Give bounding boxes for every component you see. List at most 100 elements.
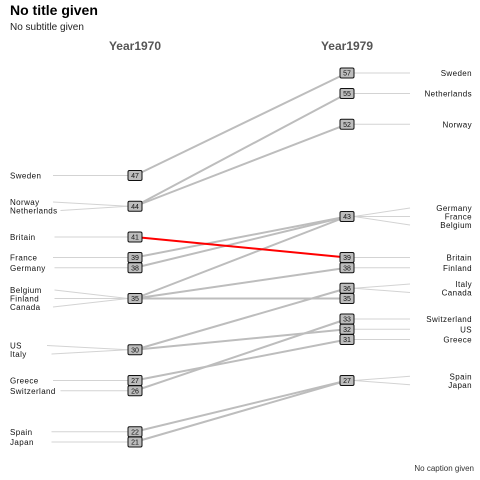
column-header-1979: Year1979 [321,39,373,53]
value-box-1979-31 [339,334,355,345]
value-label-1979-52: 52 [343,122,351,129]
value-box-1970-35 [127,293,143,304]
slope-line-switzerland [134,318,348,392]
label-1979-norway: Norway [442,120,472,129]
label-1970-britain: Britain [10,233,35,242]
slope-line-sweden [134,72,348,177]
value-label-1979-27: 27 [343,378,351,385]
label-1979-japan: Japan [448,381,472,390]
leader-line-1979-belgium [353,216,411,226]
value-label-1970-30: 30 [131,347,139,354]
value-label-1979-39: 39 [343,255,351,262]
label-1970-japan: Japan [10,438,34,447]
value-box-1979-43 [339,211,355,222]
value-box-1970-38 [127,262,143,274]
value-box-1979-55 [339,88,355,99]
value-box-1979-57 [339,67,355,79]
value-label-1979-32: 32 [343,327,351,334]
value-label-1970-22: 22 [131,429,139,436]
value-label-1970-35: 35 [131,296,139,303]
label-1979-canada: Canada [442,289,473,298]
slope-line-norway [134,123,348,208]
label-1979-france: France [445,213,472,222]
value-label-1979-31: 31 [343,337,351,344]
label-1970-germany: Germany [10,264,46,273]
slope-line-spain [134,379,348,433]
slope-line-netherlands [134,92,348,208]
value-label-1979-55: 55 [343,91,351,98]
label-1970-greece: Greece [10,377,39,386]
value-label-1979-35: 35 [343,296,351,303]
leader-line-1979-spain [353,375,411,381]
label-1970-norway: Norway [10,198,40,207]
value-box-1979-27 [339,375,355,386]
label-1970-sweden: Sweden [10,172,41,181]
value-label-1979-43: 43 [343,214,351,221]
value-label-1970-39: 39 [131,255,139,262]
value-box-1970-44 [127,200,143,212]
slope-line-germany [134,215,348,269]
leader-line-1970-canada [52,298,129,308]
slope-line-britain [134,236,348,259]
leader-line-1979-japan [353,380,411,386]
leader-line-1970-us [46,345,129,351]
leader-line-1979-canada [353,287,411,293]
value-label-1979-33: 33 [343,317,351,324]
value-label-1970-26: 26 [131,388,139,395]
label-1979-switzerland: Switzerland [426,315,472,324]
label-1970-france: France [10,254,37,263]
leader-line-1970-norway [52,201,129,207]
leader-line-1970-belgium [54,289,129,299]
slope-line-greece [134,338,348,382]
slope-line-italy [134,287,348,351]
label-1970-spain: Spain [10,428,32,437]
value-box-1970-41 [127,231,143,243]
value-box-1970-47 [127,170,143,181]
slope-line-belgium [134,215,348,300]
value-label-1979-36: 36 [343,286,351,293]
label-1970-netherlands: Netherlands [10,207,58,216]
value-label-1970-21: 21 [131,440,139,447]
value-label-1970-38: 38 [131,265,139,272]
value-label-1970-27: 27 [131,378,139,385]
leader-line-1970-netherlands [60,205,129,211]
label-1979-finland: Finland [443,264,472,273]
label-1979-netherlands: Netherlands [424,90,472,99]
column-header-1970: Year1970 [109,39,161,53]
label-1979-spain: Spain [450,372,472,381]
value-box-1979-36 [339,282,355,294]
label-1979-us: US [460,325,472,334]
label-1979-sweden: Sweden [441,69,472,78]
label-1970-switzerland: Switzerland [10,387,56,396]
chart-title: No title given [10,2,98,18]
value-label-1979-38: 38 [343,265,351,272]
leader-line-1979-germany [353,207,411,217]
value-box-1970-30 [127,344,143,356]
value-label-1970-47: 47 [131,173,139,180]
chart-caption: No caption given [414,464,474,473]
value-box-1970-26 [127,385,143,397]
label-1970-italy: Italy [10,350,27,359]
slope-line-finland [134,266,348,300]
label-1970-belgium: Belgium [10,286,42,295]
value-box-1979-33 [339,313,355,325]
value-box-1970-21 [127,436,143,448]
value-box-1979-38 [339,262,355,274]
label-1970-canada: Canada [10,303,41,312]
value-label-1970-41: 41 [131,235,139,242]
slope-line-france [134,215,348,259]
label-1979-belgium: Belgium [440,221,472,230]
label-1970-finland: Finland [10,295,39,304]
leader-line-1970-italy [51,349,129,355]
slope-line-us [134,328,348,351]
label-1979-germany: Germany [436,204,472,213]
value-box-1979-52 [339,118,355,130]
label-1979-britain: Britain [447,254,472,263]
chart-subtitle: No subtitle given [10,22,84,33]
value-label-1979-57: 57 [343,71,351,78]
slope-line-japan [134,379,348,443]
label-1970-us: US [10,342,22,351]
value-label-1970-44: 44 [131,204,139,211]
leader-line-1979-italy [353,283,411,289]
